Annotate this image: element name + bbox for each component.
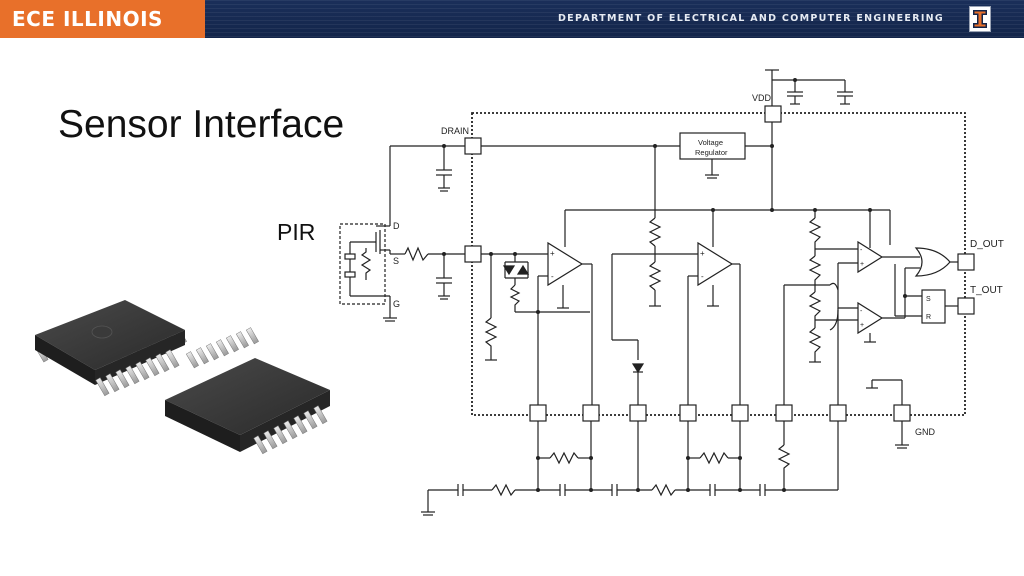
drain-pin — [464, 137, 482, 155]
t-out-pin — [957, 297, 975, 315]
vdd-pin — [764, 105, 782, 123]
sr-s-label: S — [926, 296, 931, 303]
drain-label: DRAIN — [441, 126, 469, 136]
header-stripes — [205, 0, 1024, 38]
logo-text: ECE ILLINOIS — [12, 7, 163, 31]
ic-chip-photo — [35, 300, 330, 455]
ece-illinois-logo[interactable]: ECE ILLINOIS — [0, 0, 205, 38]
voltage-regulator-label-1: Voltage — [698, 138, 723, 147]
slide-title: Sensor Interface — [58, 103, 345, 146]
pir-sensor-element — [339, 223, 386, 305]
chip-right — [165, 327, 330, 455]
gnd-pin — [893, 404, 911, 422]
d-label: D — [393, 221, 400, 231]
g-label: G — [393, 299, 400, 309]
pir-label: PIR — [277, 219, 316, 245]
d-out-pin — [957, 253, 975, 271]
opamp2-plus: + — [700, 249, 705, 258]
opamp2-minus: - — [701, 272, 704, 281]
vdd-label: VDD — [752, 93, 772, 103]
comp1-minus: - — [860, 247, 863, 254]
s-label: S — [393, 256, 399, 266]
illinois-block-i-icon — [969, 6, 991, 32]
header-bar: ECE ILLINOIS DEPARTMENT OF ELECTRICAL AN… — [0, 0, 1024, 38]
sr-r-label: R — [926, 314, 931, 321]
department-name: DEPARTMENT OF ELECTRICAL AND COMPUTER EN… — [557, 13, 944, 24]
opamp-1 — [547, 241, 584, 287]
gnd-label: GND — [915, 427, 936, 437]
pir-interface-schematic: VDD DRAIN D S G Voltage Regulator D_OUT … — [339, 69, 1004, 516]
comp1-plus: + — [860, 261, 864, 268]
d-out-label: D_OUT — [970, 239, 1004, 250]
comparator-1 — [857, 240, 884, 274]
or-gate — [914, 247, 951, 277]
input-pin — [464, 245, 482, 263]
comparator-2 — [857, 301, 884, 335]
opamp1-plus: + — [550, 249, 555, 258]
opamp-2 — [697, 241, 734, 287]
t-out-label: T_OUT — [970, 285, 1003, 296]
chip-left — [35, 300, 187, 397]
voltage-regulator-block — [679, 132, 746, 160]
comp2-plus: + — [860, 322, 864, 329]
opamp1-minus: - — [551, 272, 554, 281]
comp2-minus: - — [860, 308, 863, 315]
voltage-regulator-label-2: Regulator — [695, 148, 728, 157]
